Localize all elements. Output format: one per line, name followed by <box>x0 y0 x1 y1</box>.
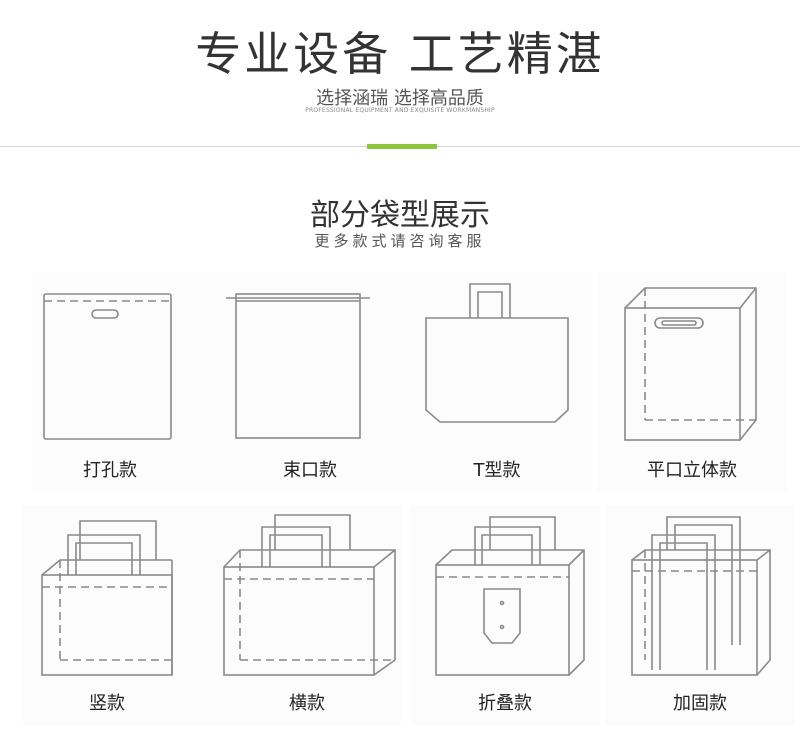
bag-label: T型款 <box>473 460 521 481</box>
section-title: 部分袋型展示 <box>310 198 490 233</box>
main-title: 专业设备 工艺精湛 <box>195 27 605 81</box>
flat-3d-bag-icon <box>624 287 757 441</box>
accent-bar <box>367 144 437 149</box>
die-cut-bag-icon <box>43 293 172 440</box>
bag-label: 折叠款 <box>478 693 532 714</box>
bag-label: 横款 <box>289 693 325 714</box>
tagline: PROFESSIONAL EQUIPMENT AND EXQUISITE WOR… <box>305 107 495 114</box>
foldable-bag-icon <box>435 516 585 676</box>
reinforced-bag-icon <box>631 516 771 676</box>
drawstring-bag-icon <box>226 293 370 439</box>
bag-card <box>22 505 212 725</box>
bag-label: 平口立体款 <box>647 460 737 481</box>
bag-label: 打孔款 <box>83 460 137 481</box>
horizontal-tote-icon <box>223 514 396 676</box>
vertical-tote-icon <box>41 520 173 676</box>
subtitle: 选择涵瑞 选择高品质 <box>316 88 484 109</box>
section-subtitle: 更多款式请咨询客服 <box>314 232 486 250</box>
bag-card <box>212 505 402 725</box>
bag-card <box>402 272 592 492</box>
bag-card <box>215 272 405 492</box>
t-shirt-bag-icon <box>425 283 569 423</box>
bag-card <box>605 505 795 725</box>
bag-label: 竖款 <box>89 693 125 714</box>
bag-card <box>32 272 222 492</box>
bag-label: 束口款 <box>283 460 337 481</box>
bag-label: 加固款 <box>673 693 727 714</box>
